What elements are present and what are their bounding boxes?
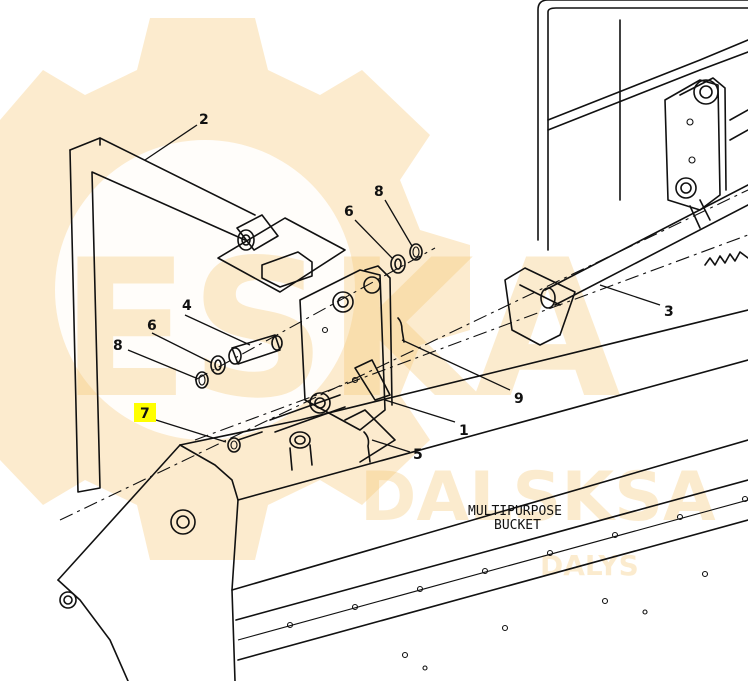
mounting-bracket-part-1 (269, 265, 396, 471)
axis-line-lower (194, 234, 748, 441)
callout-7: 7 (140, 406, 150, 422)
axis-line-upper (59, 189, 748, 521)
ring-right-part-8 (409, 243, 423, 261)
watermark-sub-text: DALSKSA (360, 458, 716, 537)
bucket-body (57, 309, 748, 681)
pin-part-4 (228, 334, 283, 365)
axis-line-pins (194, 247, 436, 381)
callout-2: 2 (199, 112, 209, 128)
ring-left-part-8 (195, 371, 209, 389)
callout-7-highlight (134, 403, 156, 422)
callout-6-left: 6 (147, 318, 157, 334)
washer-left-part-6 (210, 355, 226, 375)
cross-shaft-part-3 (504, 184, 748, 346)
callout-8-left: 8 (113, 338, 123, 354)
callout-5: 5 (413, 447, 423, 463)
callout-6-right: 6 (344, 204, 354, 220)
leader-lines (127, 124, 661, 453)
cotter-pin-part-9 (397, 317, 405, 343)
callout-1: 1 (459, 423, 469, 439)
cotter-pin-part-5 (363, 431, 371, 463)
callout-9: 9 (514, 391, 524, 407)
callout-8-right: 8 (374, 184, 384, 200)
callout-3: 3 (664, 304, 674, 320)
lift-arm-frame (537, 0, 748, 251)
watermark-gear (0, 18, 470, 560)
washer-right-part-6 (390, 254, 406, 274)
bucket-label-line1: MULTIPURPOSE (468, 504, 562, 519)
callout-4: 4 (182, 298, 192, 314)
clip-part-7 (227, 431, 263, 453)
bucket-label-line2: BUCKET (494, 518, 541, 533)
handle-part-2 (69, 137, 346, 493)
